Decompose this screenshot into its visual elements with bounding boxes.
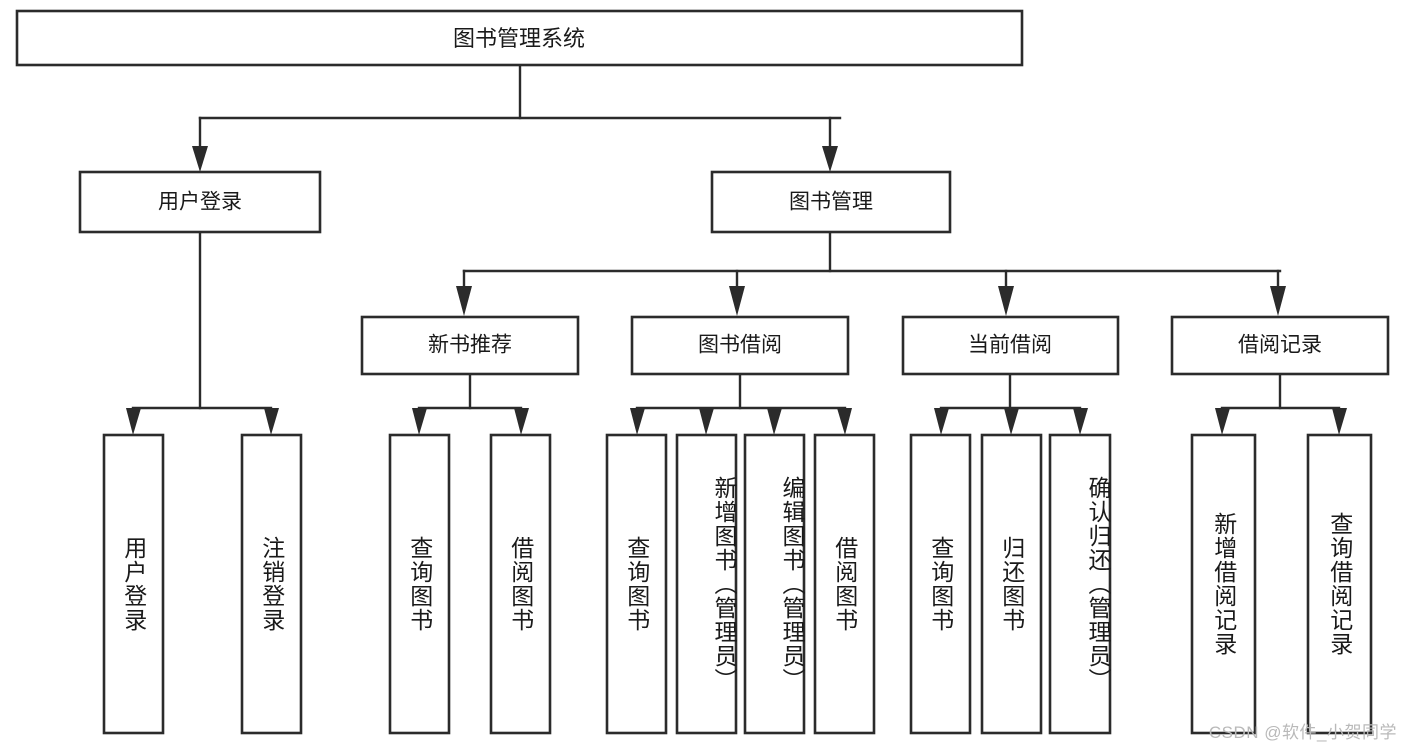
csdn-watermark: CSDN @软件_小贺同学 [1208,723,1397,742]
node-book-manage-box [710,170,952,234]
leaf-box-logout-login[interactable] [240,433,303,735]
leaf-box-query-book-3[interactable] [909,433,972,735]
node-new-book-recommend[interactable]: 新书推荐 [360,315,580,376]
node-book-borrow[interactable]: 图书借阅 [630,315,850,376]
arrow-icon-leaf-add-book [699,408,714,435]
leaf-box-query-book-1[interactable] [388,433,451,735]
node-borrow-record-label: 借阅记录 [1238,334,1322,357]
arrow-icon-leaf-query-book-2 [630,408,645,435]
leaf-box-query-book-2[interactable] [605,433,668,735]
node-new-book-recommend-box [360,315,580,376]
node-current-borrow-label: 当前借阅 [968,334,1052,357]
connectors-borrowrecord-to-leaves [1215,372,1347,435]
leaf-box-borrow-book-2[interactable] [813,433,876,735]
node-user-login-label: 用户登录 [158,191,242,214]
connectors-newbook-to-leaves [412,372,529,435]
node-current-borrow[interactable]: 当前借阅 [901,315,1120,376]
arrow-icon-to-book-manage [822,146,838,172]
node-current-borrow-box [901,315,1120,376]
arrow-icon-to-newbook [456,286,472,316]
node-root[interactable]: 图书管理系统 [15,9,1024,67]
leaf-box-add-book[interactable] [675,433,738,735]
node-book-borrow-box [630,315,850,376]
arrow-icon-leaf-query-book-3 [934,408,949,435]
arrow-icon-leaf-add-record [1215,408,1230,435]
connectors-userlogin-to-leaves [126,230,279,435]
arrow-icon-leaf-user-login [126,408,141,435]
node-root-box [15,9,1024,67]
connectors-bookborrow-to-leaves [630,372,852,435]
node-book-manage[interactable]: 图书管理 [710,170,952,234]
leaf-box-confirm-return[interactable] [1048,433,1112,735]
arrow-icon-to-bookborrow [729,286,745,316]
node-book-borrow-label: 图书借阅 [698,334,782,357]
arrow-icon-leaf-return-book [1004,408,1019,435]
arrow-icon-leaf-logout-login [264,408,279,435]
leaf-box-edit-book[interactable] [743,433,806,735]
arrow-icon-to-borrowrecord [1270,286,1286,316]
connectors-bookmanage-to-level2 [456,230,1286,316]
leaf-box-return-book[interactable] [980,433,1043,735]
leaf-box-borrow-book-1[interactable] [489,433,552,735]
arrow-icon-leaf-borrow-book-2 [837,408,852,435]
arrow-icon-to-user-login [192,146,208,172]
arrow-icon-leaf-query-record [1332,408,1347,435]
node-user-login[interactable]: 用户登录 [78,170,322,234]
arrow-icon-leaf-query-book-1 [412,408,427,435]
arrow-icon-leaf-edit-book [767,408,782,435]
arrow-icon-leaf-borrow-book-1 [514,408,529,435]
leaf-box-user-login[interactable] [102,433,165,735]
arrow-icon-to-currentborrow [998,286,1014,316]
leaf-box-query-record[interactable] [1306,433,1373,735]
connectors-root-to-level1 [192,63,842,172]
node-book-manage-label: 图书管理 [789,191,873,214]
node-user-login-box [78,170,322,234]
node-borrow-record[interactable]: 借阅记录 [1170,315,1390,376]
node-root-label: 图书管理系统 [453,26,585,51]
leaf-box-add-record[interactable] [1190,433,1257,735]
node-borrow-record-box [1170,315,1390,376]
connectors-currentborrow-to-leaves [934,372,1088,435]
arrow-icon-leaf-confirm-return [1073,408,1088,435]
node-new-book-recommend-label: 新书推荐 [428,334,512,357]
